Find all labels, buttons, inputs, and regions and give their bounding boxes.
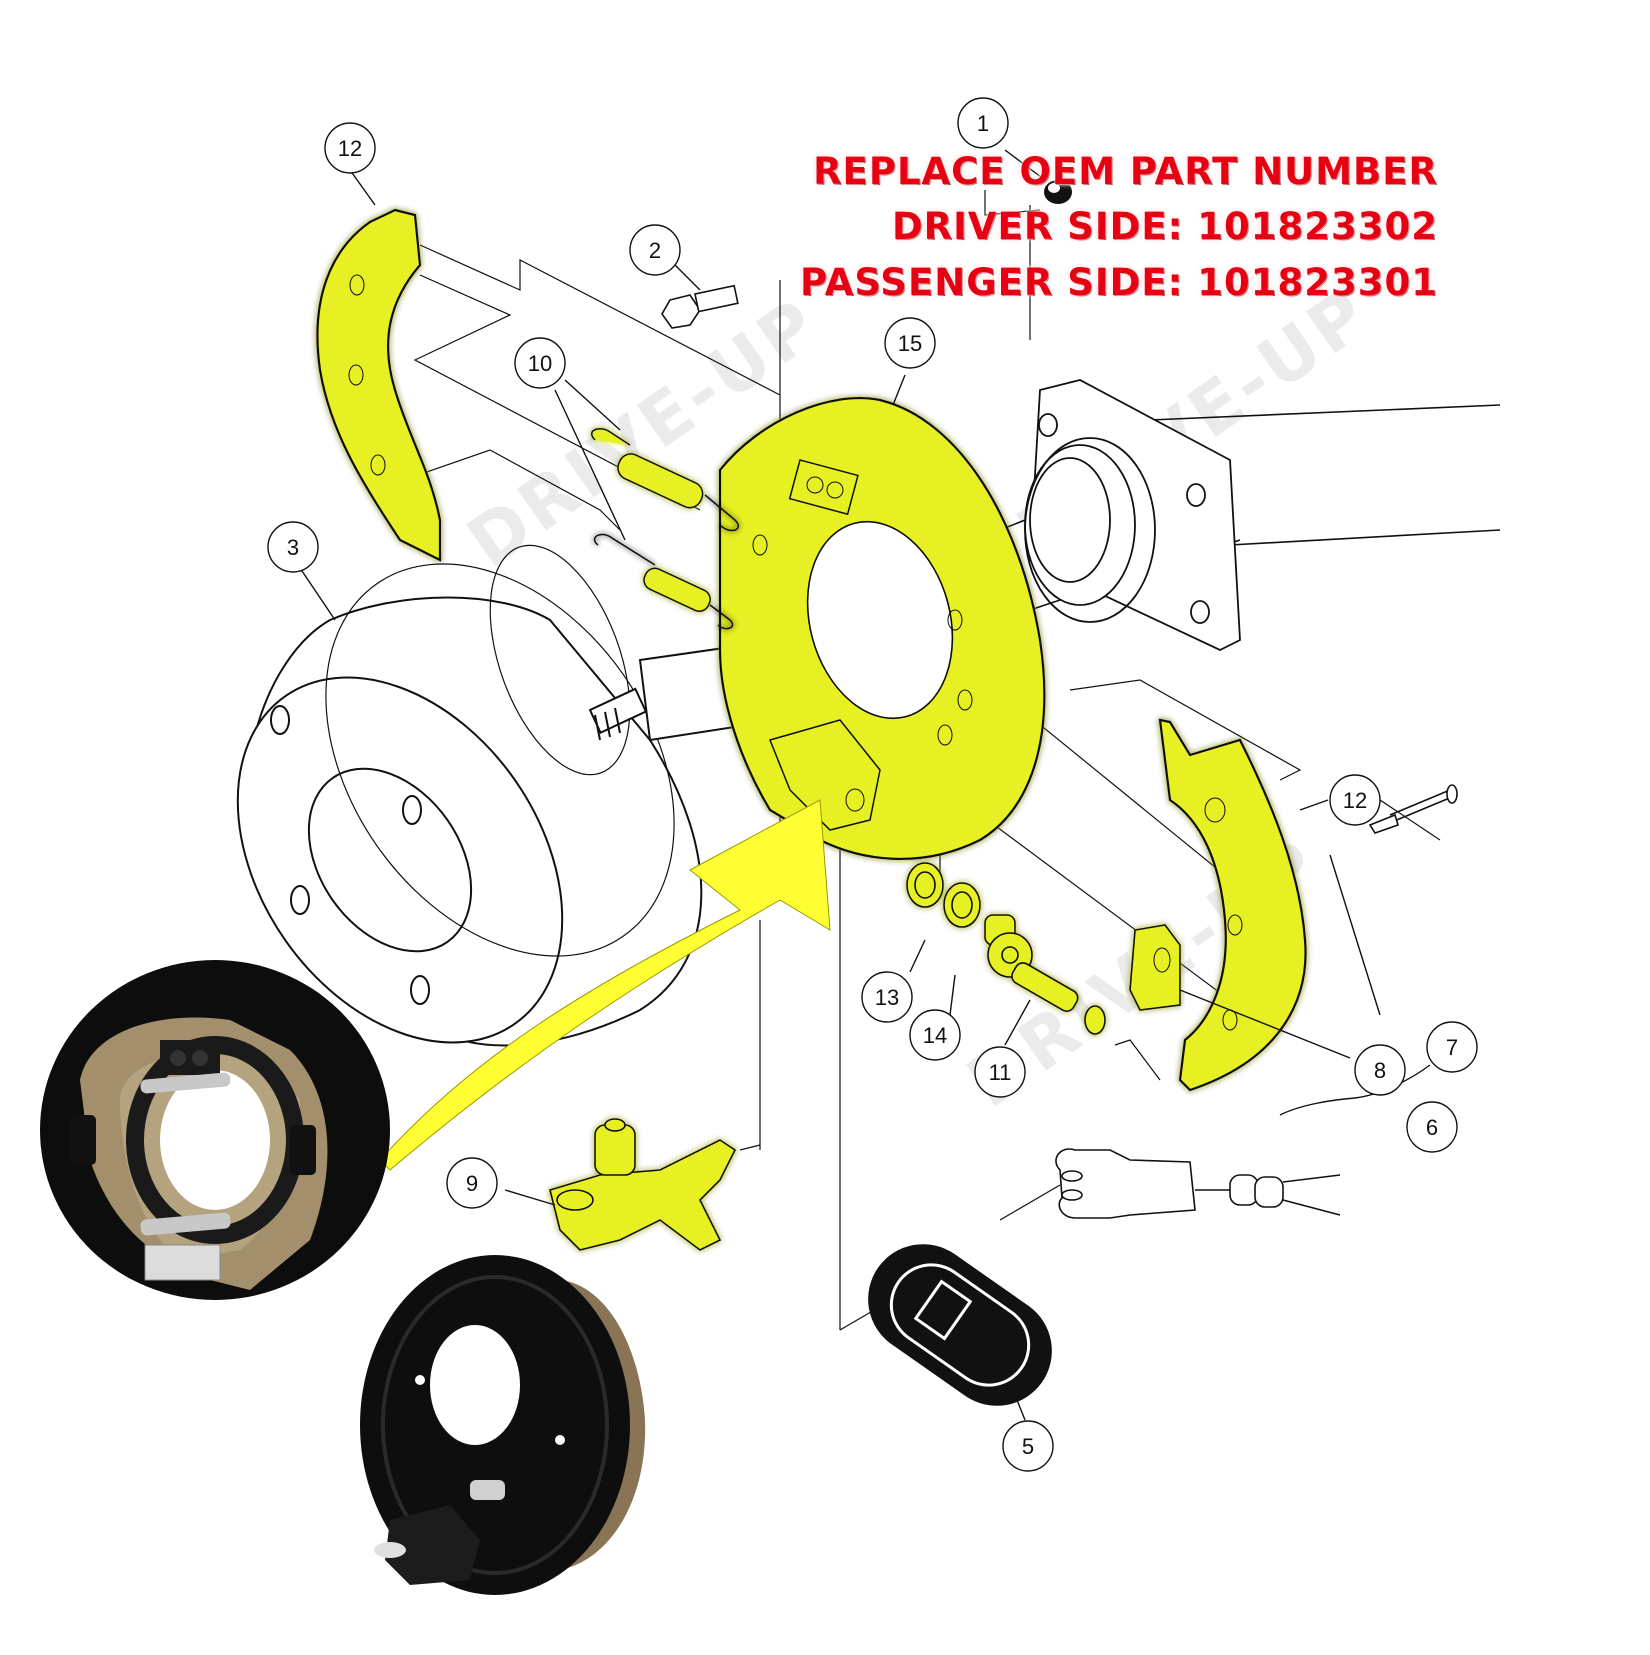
svg-text:9: 9 bbox=[466, 1171, 478, 1196]
nut bbox=[1044, 180, 1072, 204]
svg-text:14: 14 bbox=[923, 1023, 947, 1048]
callout-12-upper: 12 bbox=[324, 122, 376, 174]
yellow-arrow bbox=[379, 799, 831, 1171]
svg-text:13: 13 bbox=[875, 985, 899, 1010]
callout-14: 14 bbox=[909, 1009, 961, 1061]
svg-text:1: 1 bbox=[977, 111, 989, 136]
hold-down-pin bbox=[1368, 784, 1458, 834]
svg-text:8: 8 bbox=[1374, 1058, 1386, 1083]
svg-text:11: 11 bbox=[989, 1060, 1012, 1085]
svg-text:3: 3 bbox=[287, 535, 299, 560]
brake-shoe-lower bbox=[1158, 718, 1307, 1092]
svg-text:2: 2 bbox=[649, 238, 661, 263]
dust-boot bbox=[868, 1244, 1052, 1406]
callout-12-lower: 12 bbox=[1329, 774, 1381, 826]
photo-brake-rear bbox=[360, 1255, 646, 1595]
callout-1: 1 bbox=[957, 97, 1009, 149]
callout-11: 11 bbox=[974, 1046, 1026, 1098]
callout-3: 3 bbox=[267, 521, 319, 573]
actuator-lever bbox=[549, 1118, 737, 1251]
callout-8: 8 bbox=[1354, 1044, 1406, 1096]
callout-5: 5 bbox=[1002, 1420, 1054, 1472]
backing-plate bbox=[718, 397, 1046, 860]
callouts: 1 2 3 5 6 7 8 9 10 11 12 12 13 14 15 bbox=[267, 97, 1478, 1472]
callout-6: 6 bbox=[1406, 1101, 1458, 1153]
brake-drum bbox=[236, 544, 781, 1047]
banner-passenger-side: PASSENGER SIDE: 101823301 bbox=[799, 261, 1438, 304]
callout-2: 2 bbox=[629, 224, 681, 276]
callout-9: 9 bbox=[446, 1157, 498, 1209]
callout-13: 13 bbox=[861, 971, 913, 1023]
brake-shoe-upper bbox=[316, 208, 442, 562]
svg-text:7: 7 bbox=[1446, 1035, 1458, 1060]
svg-text:5: 5 bbox=[1022, 1434, 1034, 1459]
adjuster-assembly bbox=[906, 862, 1106, 1035]
banner-title: REPLACE OEM PART NUMBER bbox=[813, 150, 1438, 193]
callout-7: 7 bbox=[1426, 1021, 1478, 1073]
bolt bbox=[661, 284, 739, 329]
retainer-clip bbox=[1129, 924, 1181, 1011]
svg-text:6: 6 bbox=[1426, 1115, 1438, 1140]
cable-clevis bbox=[1055, 1148, 1341, 1219]
photo-brake-front bbox=[40, 960, 390, 1300]
svg-text:12: 12 bbox=[338, 136, 362, 161]
return-springs bbox=[590, 428, 740, 630]
svg-text:15: 15 bbox=[898, 331, 922, 356]
callout-10: 10 bbox=[514, 337, 566, 389]
callout-leaders bbox=[299, 149, 1431, 1421]
banner-driver-side: DRIVER SIDE: 101823302 bbox=[891, 205, 1438, 248]
svg-text:12: 12 bbox=[1343, 788, 1367, 813]
callout-15: 15 bbox=[884, 317, 936, 369]
axle-flange bbox=[1024, 379, 1241, 652]
svg-text:10: 10 bbox=[528, 351, 552, 376]
